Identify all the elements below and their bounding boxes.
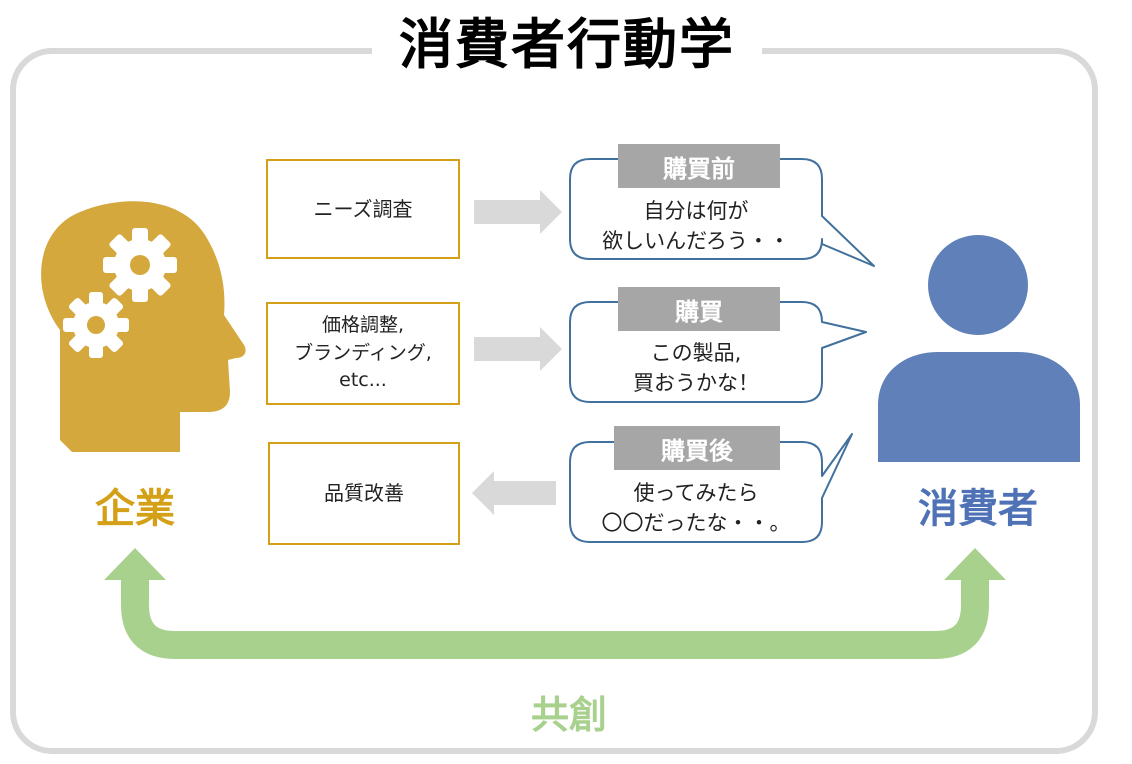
bubble-text-post-purchase: 使ってみたら 〇〇だったな・・。 <box>601 481 791 536</box>
head-gears-icon <box>41 201 246 452</box>
page-title: 消費者行動学 <box>372 4 762 86</box>
arrow-head-right <box>944 548 1006 580</box>
bubble-text-pre-purchase: 自分は何が 欲しいんだろう・・ <box>602 199 790 254</box>
company-label: 企業 <box>95 486 175 532</box>
arrow-head-left <box>104 548 166 580</box>
action-box-needs-research: ニーズ調査 <box>266 159 460 259</box>
cocreation-arrow <box>121 575 989 659</box>
stage-tag-pre-purchase: 購買前 <box>618 144 780 188</box>
action-box-pricing-branding: 価格調整, ブランディング, etc... <box>266 302 460 405</box>
stage-tag-purchase: 購買 <box>618 287 780 331</box>
stage-tag-post-purchase: 購買後 <box>614 426 780 470</box>
arrow-left-3 <box>472 471 556 515</box>
arrow-right-2 <box>474 327 562 371</box>
consumer-label: 消費者 <box>918 486 1038 532</box>
bubble-text-purchase: この製品, 買おうかな！ <box>633 341 759 396</box>
person-icon <box>878 235 1080 462</box>
cocreation-label: 共創 <box>530 693 607 737</box>
arrow-right-1 <box>474 190 562 234</box>
action-box-quality-improvement: 品質改善 <box>268 442 460 545</box>
